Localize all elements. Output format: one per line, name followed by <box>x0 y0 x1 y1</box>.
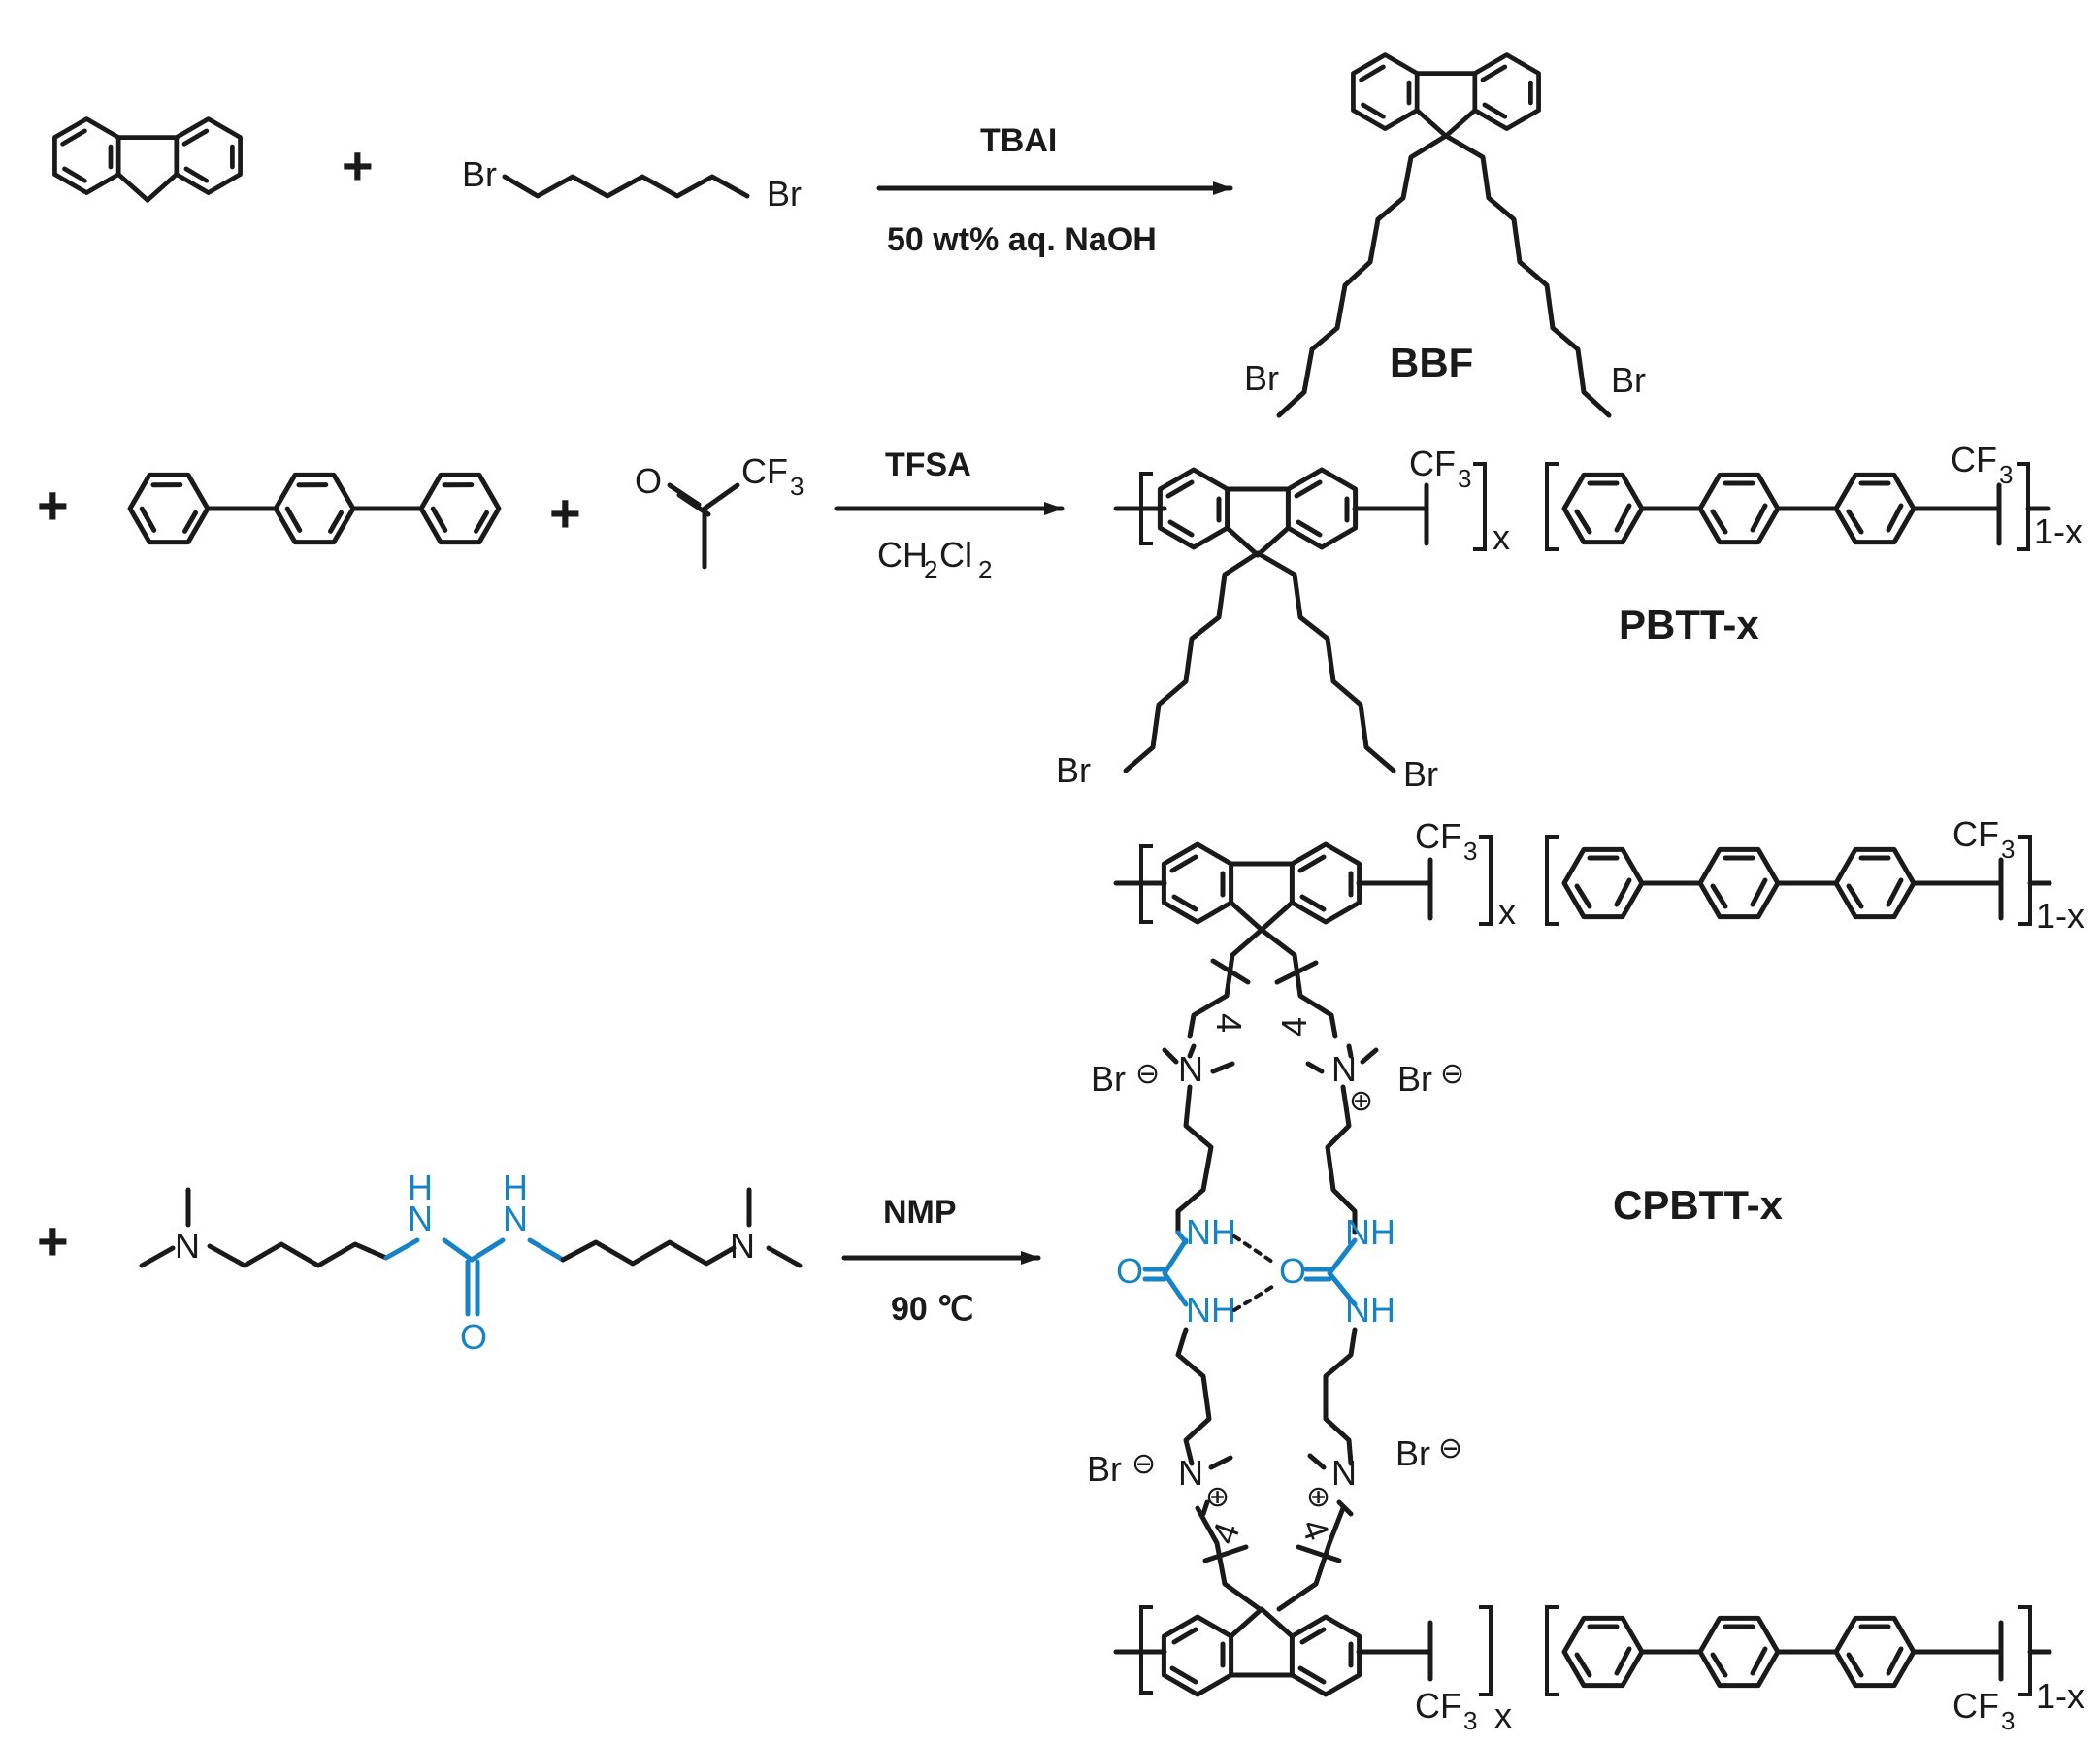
svg-text:H: H <box>408 1168 433 1207</box>
svg-text:CF: CF <box>1409 444 1456 483</box>
svg-text:2: 2 <box>978 555 992 584</box>
svg-text:Br: Br <box>1056 750 1091 790</box>
cpbtt-upper-chains: 4 4 N N Br ⊖ Br ⊖ ⊕ <box>1091 927 1464 1235</box>
svg-text:Br: Br <box>1397 1059 1432 1099</box>
svg-text:O: O <box>1279 1251 1306 1291</box>
cpbtt-name: CPBTT-x <box>1613 1182 1784 1228</box>
cpbtt-lower-chains: N N ⊕ ⊕ Br ⊖ Br ⊖ 4 4 <box>1087 1327 1462 1612</box>
svg-text:⊕: ⊕ <box>1306 1480 1330 1514</box>
svg-text:N: N <box>1331 1453 1357 1493</box>
cpbtt-urea-dimer: NH NH O NH NH O CPBTT-x <box>1116 1182 1784 1330</box>
svg-text:CF: CF <box>741 451 788 491</box>
plus-sign-3: + <box>549 482 581 543</box>
svg-text:N: N <box>408 1199 433 1238</box>
svg-text:⊖: ⊖ <box>1438 1431 1462 1465</box>
svg-text:NH: NH <box>1345 1290 1395 1330</box>
svg-text:CF: CF <box>1415 816 1461 856</box>
svg-text:Cl: Cl <box>939 535 972 575</box>
svg-text:4: 4 <box>1209 1013 1249 1033</box>
svg-text:90 ℃: 90 ℃ <box>891 1291 973 1328</box>
svg-text:⊕: ⊕ <box>1205 1480 1230 1514</box>
step-1-arrow: TBAI 50 wt% aq. NaOH <box>876 122 1233 258</box>
svg-text:x: x <box>1494 1695 1512 1735</box>
svg-text:NH: NH <box>1186 1290 1236 1330</box>
svg-text:x: x <box>1493 517 1510 557</box>
svg-text:2: 2 <box>924 555 937 584</box>
svg-text:Br: Br <box>1091 1059 1126 1099</box>
step-2-arrow: TFSA CH 2 Cl 2 <box>834 446 1065 584</box>
svg-text:N: N <box>730 1226 755 1266</box>
step-3-arrow: NMP 90 ℃ <box>841 1194 1041 1328</box>
svg-text:CF: CF <box>1951 440 1997 479</box>
svg-text:H: H <box>503 1168 528 1207</box>
svg-text:N: N <box>1178 1453 1203 1493</box>
svg-text:NH: NH <box>1186 1212 1236 1252</box>
svg-text:⊖: ⊖ <box>1132 1447 1156 1481</box>
svg-text:⊕: ⊕ <box>1349 1084 1373 1118</box>
cpbtt-bottom-backbone: CF 3 x CF 3 1-x <box>1113 1605 2084 1735</box>
dibromohexane-reagent: Br Br <box>462 154 802 214</box>
svg-text:⊖: ⊖ <box>1135 1057 1160 1091</box>
svg-text:CF: CF <box>1952 814 1999 854</box>
svg-text:CH: CH <box>877 535 928 575</box>
svg-text:CF: CF <box>1952 1686 1999 1726</box>
terphenyl-reagent <box>120 458 509 559</box>
svg-text:4: 4 <box>1274 1017 1314 1037</box>
svg-text:Br: Br <box>1611 360 1646 400</box>
fluorene-reagent <box>54 119 240 201</box>
svg-text:O: O <box>460 1317 487 1357</box>
pbtt-product: CF 3 x CF 3 1-x Br Br PBTT-x <box>1056 440 2083 794</box>
trifluoroacetone-reagent: O CF 3 <box>635 451 804 570</box>
svg-text:3: 3 <box>1458 464 1471 493</box>
svg-text:3: 3 <box>1463 1706 1477 1735</box>
cpbtt-top-backbone: CF 3 x CF 3 1-x <box>1113 814 2084 936</box>
svg-text:TFSA: TFSA <box>885 446 971 483</box>
svg-text:x: x <box>1498 892 1516 932</box>
plus-sign-1: + <box>342 135 374 196</box>
bbf-product: Br Br BBF <box>1244 55 1646 418</box>
svg-text:50 wt% aq. NaOH: 50 wt% aq. NaOH <box>887 221 1157 258</box>
svg-text:3: 3 <box>2001 1706 2015 1735</box>
svg-text:N: N <box>175 1226 200 1266</box>
svg-text:4: 4 <box>1203 1517 1247 1549</box>
svg-text:3: 3 <box>1999 460 2013 489</box>
svg-text:Br: Br <box>1395 1433 1430 1473</box>
svg-text:Br: Br <box>462 154 497 194</box>
svg-text:Br: Br <box>767 174 802 214</box>
svg-text:NMP: NMP <box>883 1194 957 1231</box>
plus-sign-2: + <box>37 475 69 536</box>
svg-text:O: O <box>1116 1251 1143 1291</box>
svg-text:Br: Br <box>1087 1449 1122 1489</box>
svg-text:1-x: 1-x <box>2034 511 2083 551</box>
svg-text:3: 3 <box>2001 835 2015 864</box>
svg-text:1-x: 1-x <box>2036 1676 2084 1716</box>
svg-text:TBAI: TBAI <box>980 122 1057 159</box>
svg-text:3: 3 <box>1463 837 1477 866</box>
svg-text:3: 3 <box>790 472 804 501</box>
svg-text:Br: Br <box>1403 754 1438 794</box>
pbtt-name: PBTT-x <box>1619 602 1759 647</box>
svg-text:Br: Br <box>1244 358 1279 398</box>
bis-urea-diamine-reagent: N N H O N H N <box>139 1168 803 1357</box>
bbf-name: BBF <box>1390 340 1473 385</box>
svg-text:⊖: ⊖ <box>1440 1057 1464 1091</box>
svg-text:N: N <box>503 1199 528 1238</box>
plus-sign-4: + <box>37 1210 69 1271</box>
svg-text:1-x: 1-x <box>2036 896 2084 936</box>
svg-text:CF: CF <box>1415 1686 1461 1726</box>
svg-text:O: O <box>635 461 662 501</box>
